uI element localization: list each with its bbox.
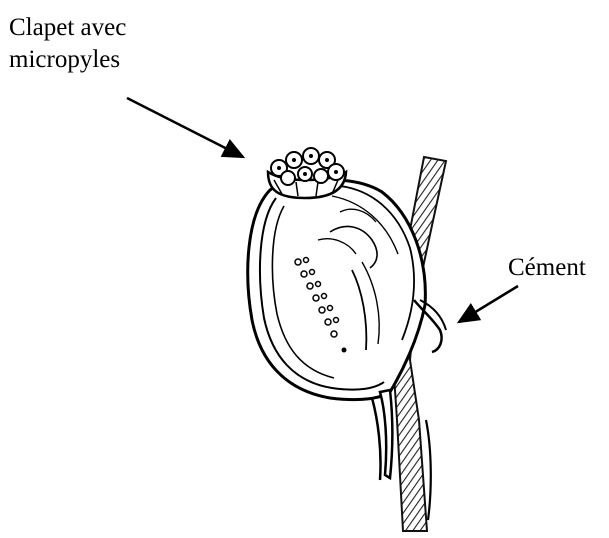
operculum-micropyles (268, 148, 346, 198)
label-clapet-line2: micropyles (9, 44, 126, 76)
arrow-cement (459, 286, 518, 322)
label-clapet-avec-micropyles: Clapet avec micropyles (9, 12, 126, 76)
label-clapet-line1: Clapet avec (9, 12, 126, 44)
nit-egg (248, 180, 426, 400)
label-cement: Cément (508, 252, 586, 284)
arrow-clapet (127, 98, 243, 157)
